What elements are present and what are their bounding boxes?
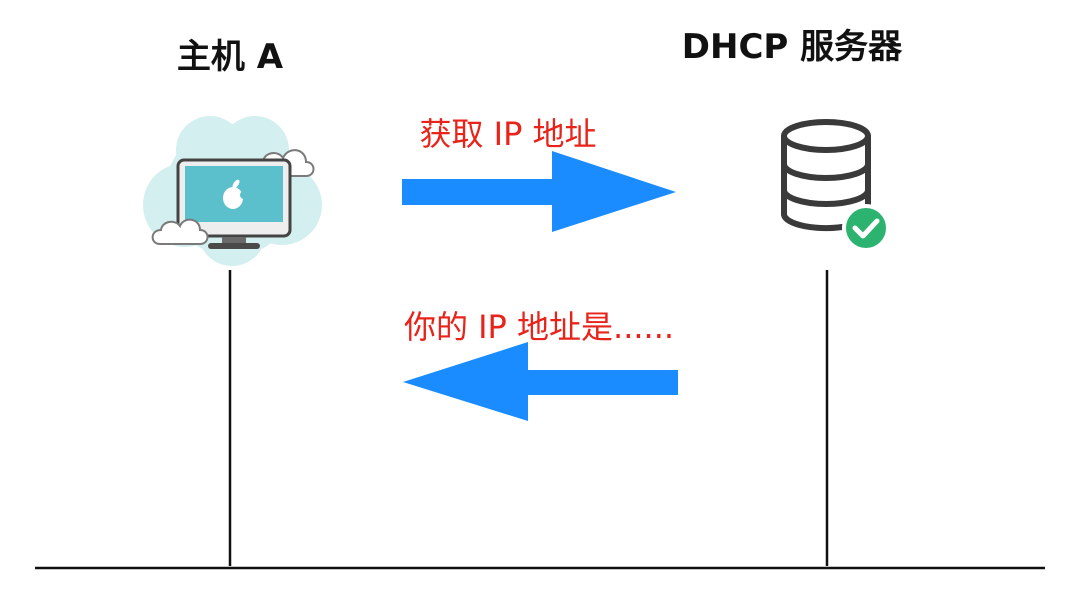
request-message-label: 获取 IP 地址	[419, 115, 597, 153]
client-host-title: 主机 A	[176, 37, 284, 77]
database-icon	[780, 119, 890, 252]
request-arrow	[402, 151, 676, 232]
reply-arrow	[403, 342, 678, 421]
computer-icon	[143, 116, 322, 266]
reply-message-label: 你的 IP 地址是......	[403, 308, 675, 346]
apple-logo	[223, 179, 248, 209]
server-host-title: DHCP 服务器	[681, 27, 903, 67]
cloud-small-bottom-left	[151, 218, 209, 245]
check-badge-icon	[842, 204, 890, 252]
